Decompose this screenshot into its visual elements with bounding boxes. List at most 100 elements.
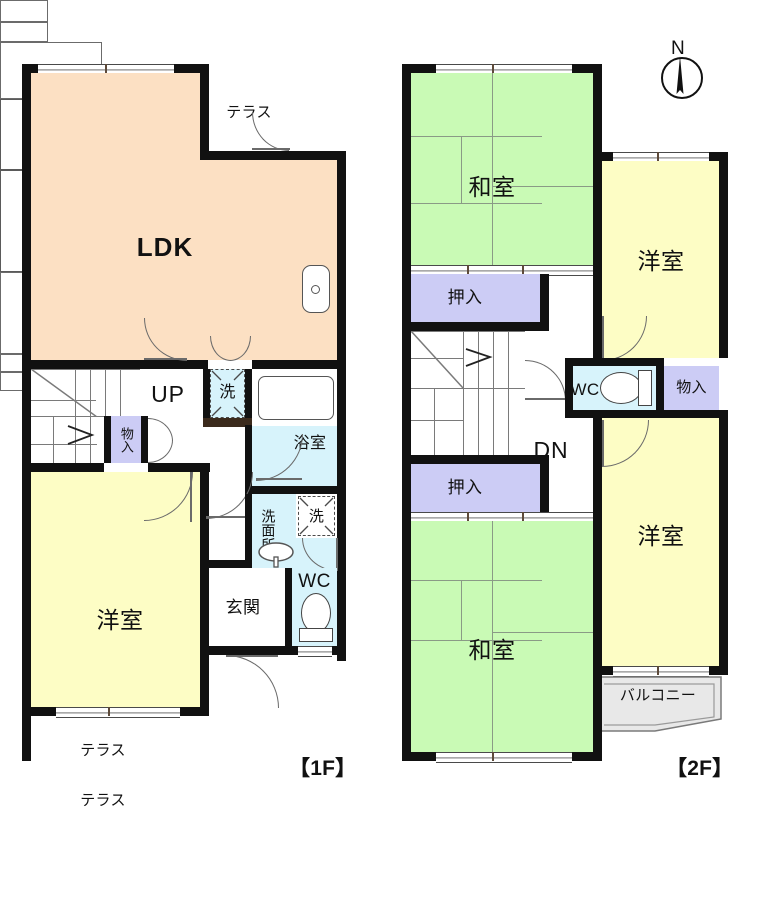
sliding-door-japanese-2f-north-mullion2 (522, 265, 524, 274)
wall-1f-storage-right (141, 416, 148, 463)
wall-2f-closet-north-right (540, 274, 549, 322)
room-japanese-2f-south (411, 521, 593, 752)
room-japanese-2f-north (411, 73, 593, 265)
room-ldk-main (31, 73, 200, 360)
stair-direction-arrow-1f-icon (66, 420, 100, 446)
washroom-door-leaf (336, 538, 339, 571)
window-western-2f-south-mullion (657, 666, 659, 675)
room-western-2f-north-label: 洋室 (637, 247, 685, 274)
room-japanese-2f-south-label: 和室 (468, 636, 516, 663)
room-storage-1f-label: 物入 (118, 426, 134, 454)
window-ldk-north-mullion (105, 64, 107, 73)
stair-tread-2f (411, 388, 525, 390)
room-toilet-1f-label: WC (298, 571, 331, 593)
hall-2f-door-arc (525, 360, 566, 401)
terrace-north-door-leaf (252, 148, 290, 150)
toilet-2f-tank-icon (638, 370, 652, 406)
wall-1f-entrance-bottom (203, 646, 346, 655)
room-closet-2f-north (411, 274, 540, 322)
tatami-line (492, 632, 593, 634)
terrace-south-label-fixed: テラス (68, 740, 138, 762)
room-washroom-1f-label: 洗面所 (260, 508, 277, 552)
terrace-north-door-arc (252, 112, 289, 151)
stair-tread-1f (31, 416, 140, 418)
washer-kitchen-area (210, 369, 245, 418)
room-western-1f (31, 472, 209, 707)
room-western-2f-south-label: 洋室 (637, 522, 685, 549)
wall-1f-hall-mid (203, 560, 252, 568)
wall-2f-closet-north-bottom (402, 322, 549, 331)
storage-1f-door-arc-bottom (148, 440, 173, 463)
tatami-line (492, 136, 542, 138)
wall-1f-western-right (200, 463, 209, 716)
stair-tread-2f (493, 331, 495, 455)
room-storage-2f (664, 366, 719, 410)
wall-2f-wc-bottom (565, 410, 664, 418)
room-storage-1f (111, 416, 141, 463)
washer-kitchen-dash-diagonals (210, 369, 245, 418)
wall-1f-hall-bottom2 (148, 463, 210, 472)
wall-2f-wc-top (565, 358, 663, 366)
bathtub-icon (258, 376, 334, 420)
wall-1f-washer-right (245, 369, 252, 425)
window-toilet-1f (298, 646, 332, 657)
entrance-door-arc (226, 655, 279, 708)
room-japanese-2f-north-label: 和室 (468, 173, 516, 200)
room-closet-2f-south-label: 押入 (447, 478, 483, 498)
western-2f-north-door-leaf (602, 316, 605, 360)
room-toilet-2f-label: WC (570, 379, 600, 399)
toilet-2f-bowl-icon (600, 372, 642, 404)
storage-1f-door-arc-top (148, 418, 173, 441)
floor1-tag: 【1F】 (289, 757, 357, 780)
room-western-1f-label: 洋室 (96, 606, 144, 633)
stair-tread-2f (463, 331, 465, 455)
window-japanese-2f-south-mullion (492, 752, 494, 761)
tatami-line (492, 73, 494, 265)
stair-tread-1f (31, 444, 97, 446)
stair-direction-arrow-2f-icon (464, 345, 498, 369)
room-entrance-1f (209, 568, 285, 646)
compass-needle-icon (674, 56, 686, 96)
sliding-door-japanese-2f-north-mullion (467, 265, 469, 274)
wall-2f-hall-right-upper (593, 322, 602, 358)
room-storage-2f-label: 物入 (676, 379, 707, 397)
washer-vanity-label: 洗 (308, 508, 325, 526)
wall-1f-terrace-base (200, 151, 346, 160)
wall-1f-bath-left (245, 425, 252, 494)
wall-1f-ldk-bottom-right (252, 360, 346, 369)
terrace-north-stub (0, 0, 48, 22)
stair-tread-2f (434, 388, 436, 455)
wall-2f-wc-right (656, 358, 664, 416)
stair-tread-1f (31, 400, 96, 402)
wall-2f-storage-bottom (656, 410, 728, 418)
ldk-hall-door-leaf (144, 358, 187, 361)
washer-vanity-dash-diagonals (298, 496, 335, 536)
sliding-door-japanese-2f-south-top-mullion (467, 512, 469, 521)
stair-diagonal-1f (30, 368, 98, 418)
room-closet-2f-south (411, 464, 540, 512)
hall-2f-door-leaf (525, 398, 567, 401)
room-entrance-1f-label: 玄関 (225, 598, 261, 618)
room-ldk-kitchen-strip (200, 160, 337, 360)
window-western-1f-south (56, 707, 180, 718)
tatami-line (461, 580, 463, 640)
tatami-line (492, 521, 494, 752)
stair-tread-1f (53, 416, 55, 463)
tatami-line (461, 136, 463, 203)
wall-1f-washer-left (203, 369, 210, 425)
western-2f-south-door-leaf (602, 420, 605, 466)
stair-tread-2f (411, 331, 525, 333)
washer-kitchen-sill (203, 418, 252, 427)
tatami-line (411, 136, 542, 138)
vanity-basin-icon (256, 540, 296, 568)
tatami-line (411, 580, 542, 582)
washer-kitchen-label: 洗 (219, 383, 236, 401)
wall-1f-left (22, 64, 31, 761)
tatami-line (492, 186, 593, 188)
corridor-washroom-door-leaf (206, 516, 252, 519)
window-western-1f-south-mullion (108, 707, 110, 716)
sliding-door-japanese-2f-south-top-mullion2 (522, 512, 524, 521)
wall-1f-hall-right (245, 494, 252, 568)
terrace-south-label: テラス (80, 792, 126, 810)
